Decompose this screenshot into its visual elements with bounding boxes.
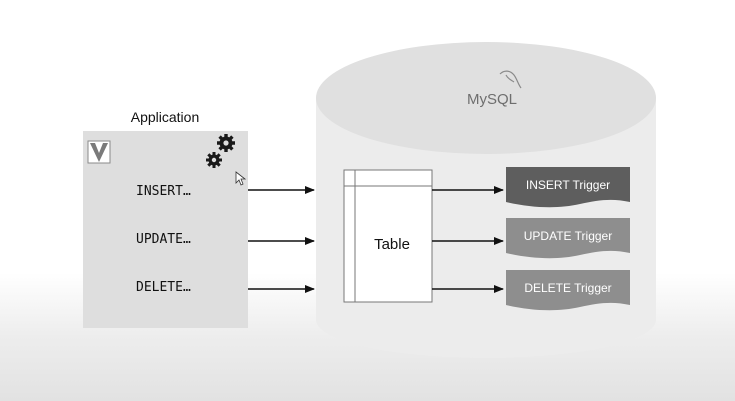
delete-trigger-label: DELETE Trigger: [524, 281, 611, 295]
update-trigger: UPDATE Trigger: [506, 218, 630, 259]
table-to-trigger-arrows: [432, 186, 504, 293]
insert-trigger-label: INSERT Trigger: [526, 178, 610, 192]
gear-large-icon: [217, 134, 235, 152]
gear-small-icon: [206, 152, 222, 168]
delete-statement: DELETE…: [136, 280, 191, 295]
insert-statement: INSERT…: [136, 184, 191, 199]
cylinder-top: [316, 42, 656, 154]
app-to-table-arrows: [248, 186, 315, 293]
table-shape: Table: [343, 169, 433, 303]
update-statement: UPDATE…: [136, 232, 191, 247]
insert-trigger: INSERT Trigger: [506, 167, 630, 208]
mysql-logo: MySQL: [467, 70, 522, 108]
insert-trigger-shape: [506, 167, 630, 208]
update-trigger-shape: [506, 218, 630, 259]
table-label: Table: [374, 236, 410, 253]
delete-trigger: DELETE Trigger: [506, 270, 630, 311]
update-trigger-label: UPDATE Trigger: [524, 229, 612, 243]
mysql-brand-text: MySQL: [467, 91, 517, 108]
dolphin-icon: [499, 70, 522, 89]
application-panel: [83, 131, 248, 328]
delete-trigger-shape: [506, 270, 630, 311]
application-box: Application: [83, 109, 248, 328]
gears-icon: [206, 134, 235, 168]
application-title: Application: [131, 109, 200, 125]
v-logo-icon: [87, 140, 111, 164]
mouse-cursor-icon: [235, 171, 247, 186]
